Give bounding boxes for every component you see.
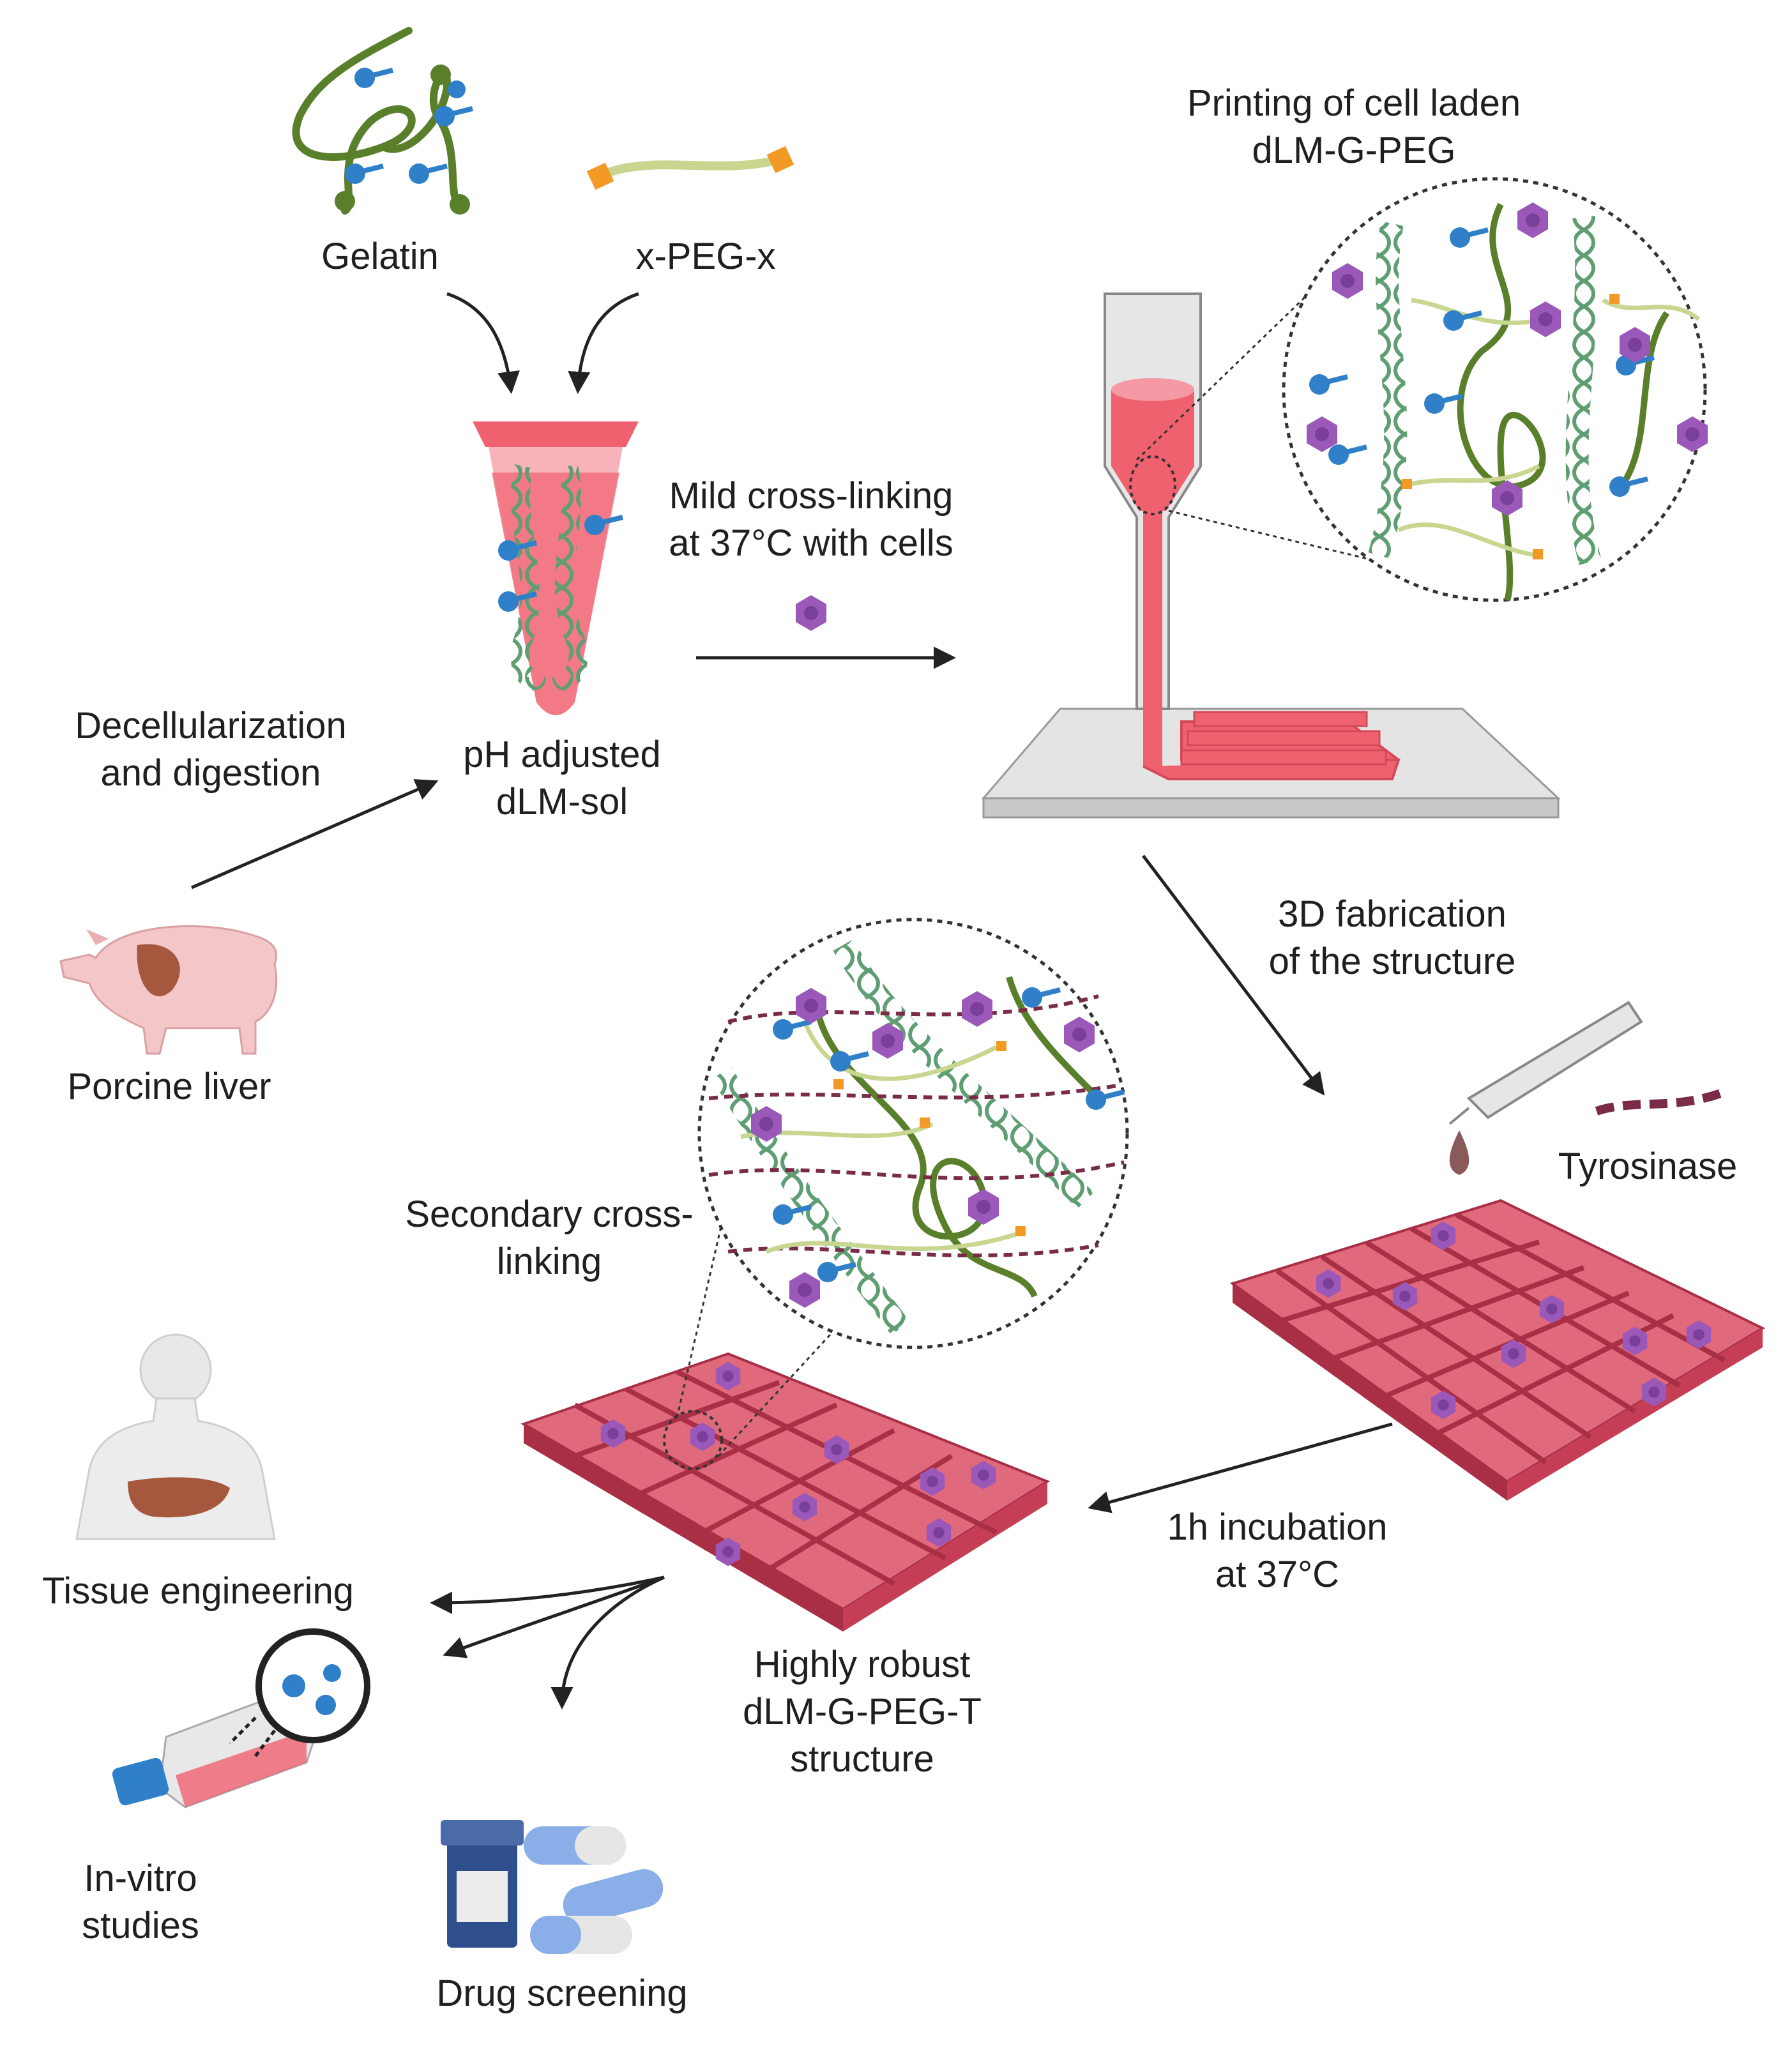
label-invitro-line1: In-vitro	[84, 1858, 197, 1899]
scaffold-left	[520, 1168, 1051, 1632]
peg-linker-icon	[586, 146, 794, 190]
scaffold-right	[1229, 1199, 1766, 1501]
label-ph: pH adjusted dLM-sol	[421, 731, 702, 826]
culture-flask-icon	[112, 1628, 370, 1808]
label-decell-line2: and digestion	[100, 752, 321, 794]
capsule-icon	[524, 1826, 664, 1954]
label-decell-line1: Decellularization	[75, 705, 347, 746]
arrow-to-tissue	[430, 1575, 665, 1614]
label-decell: Decellularization and digestion	[32, 702, 390, 797]
label-invitro: In-vitro studies	[45, 1855, 236, 1950]
label-tissue-text: Tissue engineering	[42, 1570, 354, 1612]
arrow-printer-to-scaffold	[1142, 854, 1325, 1096]
zoom-circle-printing	[1282, 177, 1708, 602]
tyrosinase-chain	[1595, 1087, 1726, 1116]
label-xpeg-text: x-PEG-x	[635, 236, 776, 277]
zoom-circle-secondary	[697, 918, 1129, 1349]
label-incubation: 1h incubation at 37°C	[1111, 1504, 1443, 1598]
pipette-icon	[1448, 1001, 1643, 1175]
drug-bottle-icon	[441, 1820, 524, 1948]
label-secondary-line2: linking	[496, 1241, 602, 1282]
label-ph-line2: dLM-sol	[496, 781, 628, 822]
label-porcine-text: Porcine liver	[67, 1066, 271, 1107]
label-mild-line2: at 37°C with cells	[669, 522, 953, 564]
label-gelatin-text: Gelatin	[321, 236, 439, 277]
label-drug-text: Drug screening	[436, 1973, 688, 2014]
pig-icon	[59, 925, 278, 1055]
arrow-to-drug	[551, 1575, 665, 1709]
label-ph-line1: pH adjusted	[463, 734, 661, 775]
arrow-gelatin-to-tube	[446, 292, 520, 394]
label-robust-line1: Highly robust	[754, 1644, 971, 1685]
label-xpeg: x-PEG-x	[600, 233, 811, 280]
printer-nozzle-icon	[981, 273, 1561, 819]
label-printing: Printing of cell laden dLM-G-PEG	[1130, 80, 1577, 174]
label-mild-line1: Mild cross-linking	[669, 475, 953, 517]
label-fabrication: 3D fabrication of the structure	[1213, 891, 1571, 985]
label-mild: Mild cross-linking at 37°C with cells	[626, 473, 996, 567]
arrow-scaffold-to-robust	[1088, 1422, 1393, 1513]
tube-icon	[473, 421, 639, 715]
label-robust-line3: structure	[790, 1738, 934, 1780]
label-porcine: Porcine liver	[38, 1063, 300, 1110]
arrow-liver-to-sol	[191, 779, 439, 890]
label-incubation-line2: at 37°C	[1215, 1554, 1340, 1595]
label-tissue: Tissue engineering	[13, 1568, 383, 1615]
label-printing-line1: Printing of cell laden	[1187, 82, 1521, 124]
gelatin-icon	[292, 27, 473, 215]
label-secondary-line1: Secondary cross-	[405, 1194, 694, 1235]
label-tyrosinase-text: Tyrosinase	[1558, 1146, 1738, 1187]
label-incubation-line1: 1h incubation	[1167, 1506, 1388, 1548]
label-drug: Drug screening	[396, 1970, 728, 2017]
label-tyrosinase: Tyrosinase	[1520, 1143, 1775, 1190]
cell-icon	[796, 595, 826, 631]
label-fab-line2: of the structure	[1268, 941, 1516, 982]
human-liver-icon	[75, 1333, 276, 1540]
label-printing-line2: dLM-G-PEG	[1252, 130, 1456, 171]
arrow-peg-to-tube	[568, 292, 639, 394]
label-gelatin: Gelatin	[275, 233, 485, 280]
label-robust: Highly robust dLM-G-PEG-T structure	[702, 1641, 1022, 1783]
label-robust-line2: dLM-G-PEG-T	[743, 1691, 982, 1732]
label-fab-line1: 3D fabrication	[1278, 893, 1507, 935]
label-secondary: Secondary cross- linking	[383, 1191, 715, 1285]
label-invitro-line2: studies	[82, 1905, 199, 1946]
arrow-to-invitro	[443, 1575, 665, 1658]
